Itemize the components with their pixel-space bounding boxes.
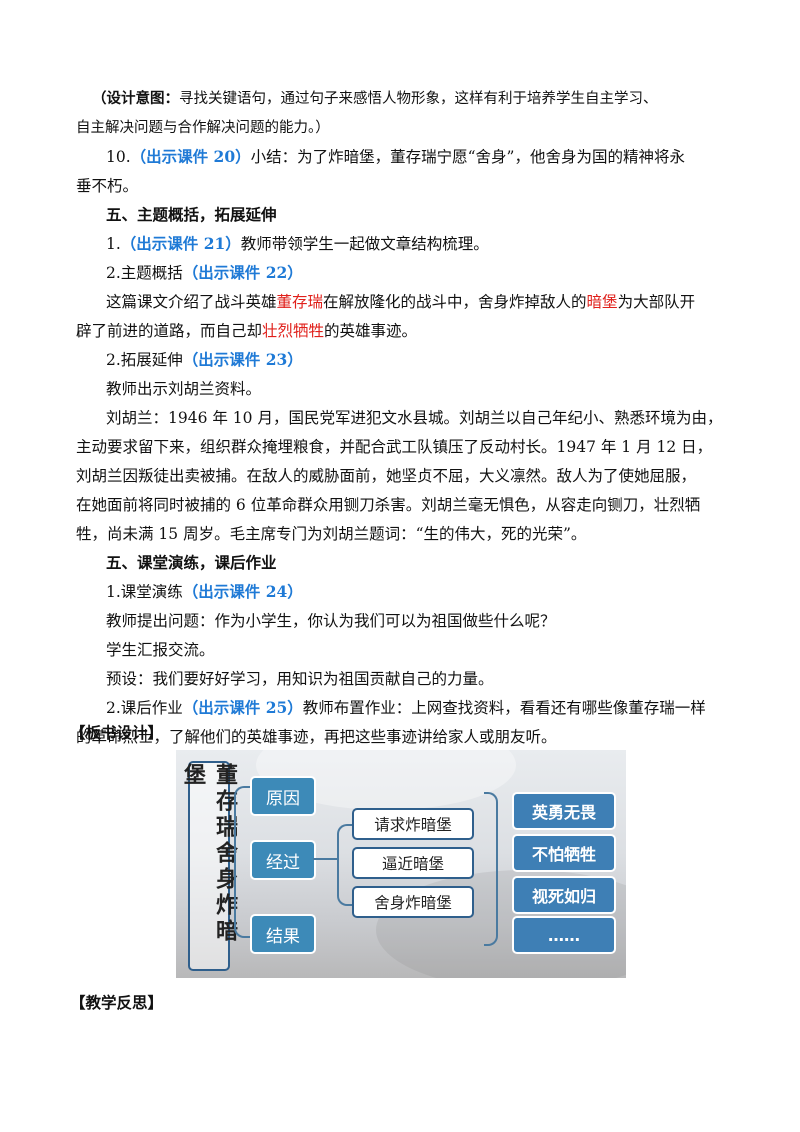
preset-line: 预设：我们要好好学习，用知识为祖国贡献自己的力量。 xyxy=(106,670,494,688)
step-sacrifice-label: 舍身炸暗堡 xyxy=(374,894,452,912)
board-title-box: 董存瑞舍身炸暗堡 xyxy=(180,761,238,971)
report-line: 学生汇报交流。 xyxy=(106,641,215,659)
homework-line-1: 2.课后作业（出示课件 25）教师布置作业：上网查找资料，看看还有哪些像董存瑞一… xyxy=(106,697,706,719)
theme-text: 为大部队开 xyxy=(617,293,696,311)
highlight-hero: 董存瑞 xyxy=(276,293,324,311)
trait-death-as-home-label: 视死如归 xyxy=(531,887,596,906)
item-number: 10. xyxy=(106,148,131,166)
trait-fearless-label: 不怕牺牲 xyxy=(531,845,596,864)
trait-etc-label: …… xyxy=(548,925,580,945)
extension-label: 2.拓展延伸（出示课件 23） xyxy=(106,349,303,371)
liuhulan-line-1: 刘胡兰：1946 年 10 月，国民党军进犯文水县城。刘胡兰以自己年纪小、熟悉环… xyxy=(106,409,723,427)
brace-left xyxy=(234,786,250,938)
theme-line-2: 辟了前进的道路，而自己却壮烈牺牲的英雄事迹。 xyxy=(76,320,417,342)
structure-line: 1.（出示课件 21）教师带领学生一起做文章结构梳理。 xyxy=(106,233,489,255)
teacher-shows-line: 教师出示刘胡兰资料。 xyxy=(106,380,262,398)
summary-line-1: 10.（出示课件 20）小结：为了炸暗堡，董存瑞宁愿“舍身”，他舍身为国的精神将… xyxy=(106,146,685,168)
homework-text: 教师布置作业：上网查找资料，看看还有哪些像董存瑞一样 xyxy=(302,699,706,717)
step-approach: 逼近暗堡 xyxy=(352,847,474,879)
teaching-reflection-heading: 【教学反思】 xyxy=(70,993,164,1012)
liuhulan-line-4: 在她面前将同时被捕的 6 位革命群众用铡刀杀害。刘胡兰毫无惧色，从容走向铡刀，壮… xyxy=(76,496,701,514)
design-intent-line-2: 自主解决问题与合作解决问题的能力。） xyxy=(76,120,330,136)
extension-text: 2.拓展延伸 xyxy=(106,351,183,369)
liuhulan-line-2: 主动要求留下来，组织群众掩埋粮食，并配合武工队镇压了反动村长。1947 年 1 … xyxy=(76,438,713,456)
liuhulan-line-5: 牲，尚未满 15 周岁。毛主席专门为刘胡兰题词：“生的伟大，死的光荣”。 xyxy=(76,525,587,543)
node-process: 经过 xyxy=(250,840,316,880)
theme-text: 的英雄事迹。 xyxy=(324,322,418,340)
connector xyxy=(313,858,337,860)
theme-summary-text: 2.主题概括 xyxy=(106,264,183,282)
highlight-bunker: 暗堡 xyxy=(586,293,618,311)
trait-etc: …… xyxy=(512,916,616,954)
board-design-diagram: 董存瑞舍身炸暗堡 原因 经过 结果 请求炸暗堡 逼近暗堡 舍身炸暗堡 英勇无畏 … xyxy=(176,750,626,978)
homework-line-2: 的革命烈士，了解他们的英雄事迹，再把这些事迹讲给家人或朋友听。 xyxy=(76,728,557,746)
step-approach-label: 逼近暗堡 xyxy=(381,855,444,873)
board-design-heading: 【板书设计】 xyxy=(70,723,164,742)
courseware-ref: （出示课件 24） xyxy=(182,582,303,601)
trait-brave-label: 英勇无畏 xyxy=(531,803,596,822)
practice-label: 1.课堂演练（出示课件 24） xyxy=(106,581,303,603)
highlight-sacrifice: 壮烈牺牲 xyxy=(262,322,325,340)
node-result: 结果 xyxy=(250,914,316,954)
structure-text: 教师带领学生一起做文章结构梳理。 xyxy=(240,235,489,253)
courseware-ref: （出示课件 21） xyxy=(120,234,241,253)
courseware-ref: （出示课件 25） xyxy=(182,698,303,717)
trait-brave: 英勇无畏 xyxy=(512,792,616,830)
node-result-label: 结果 xyxy=(266,926,300,947)
step-request-label: 请求炸暗堡 xyxy=(374,816,452,834)
design-intent-label: （设计意图： xyxy=(92,91,179,107)
theme-text: 这篇课文介绍了战斗英雄 xyxy=(106,293,277,311)
section-heading-5a: 五、主题概括，拓展延伸 xyxy=(106,205,277,224)
courseware-ref: （出示课件 20） xyxy=(130,147,251,166)
courseware-ref: （出示课件 22） xyxy=(182,263,303,282)
theme-text: 辟了前进的道路，而自己却 xyxy=(76,322,263,340)
node-reason-label: 原因 xyxy=(266,788,300,809)
theme-text: 在解放隆化的战斗中，舍身炸掉敌人的 xyxy=(323,293,587,311)
theme-summary-label: 2.主题概括（出示课件 22） xyxy=(106,262,303,284)
board-title: 董存瑞舍身炸暗堡 xyxy=(180,763,238,945)
question-line: 教师提出问题：作为小学生，你认为我们可以为祖国做些什么呢？ xyxy=(106,612,556,630)
summary-line-2: 垂不朽。 xyxy=(76,177,139,195)
step-sacrifice: 舍身炸暗堡 xyxy=(352,886,474,918)
practice-text: 1.课堂演练 xyxy=(106,583,183,601)
step-request: 请求炸暗堡 xyxy=(352,808,474,840)
section-heading-5b: 五、课堂演练，课后作业 xyxy=(106,553,277,572)
trait-fearless: 不怕牺牲 xyxy=(512,834,616,872)
liuhulan-line-3: 刘胡兰因叛徒出卖被捕。在敌人的威胁面前，她坚贞不屈，大义凛然。敌人为了使她屈服， xyxy=(76,467,697,485)
brace-right xyxy=(484,792,498,946)
courseware-ref: （出示课件 23） xyxy=(182,350,303,369)
trait-death-as-home: 视死如归 xyxy=(512,876,616,914)
summary-text: 小结：为了炸暗堡，董存瑞宁愿“舍身”，他舍身为国的精神将永 xyxy=(250,148,685,166)
theme-line-1: 这篇课文介绍了战斗英雄董存瑞在解放隆化的战斗中，舍身炸掉敌人的暗堡为大部队开 xyxy=(106,291,695,313)
homework-label: 2.课后作业 xyxy=(106,699,183,717)
item-number: 1. xyxy=(106,235,121,253)
design-intent-text: 寻找关键语句，通过句子来感悟人物形象，这样有利于培养学生自主学习、 xyxy=(179,91,658,107)
node-process-label: 经过 xyxy=(266,852,300,873)
design-intent-line-1: （设计意图：寻找关键语句，通过句子来感悟人物形象，这样有利于培养学生自主学习、 xyxy=(92,88,658,110)
brace-middle xyxy=(337,824,353,906)
node-reason: 原因 xyxy=(250,776,316,816)
